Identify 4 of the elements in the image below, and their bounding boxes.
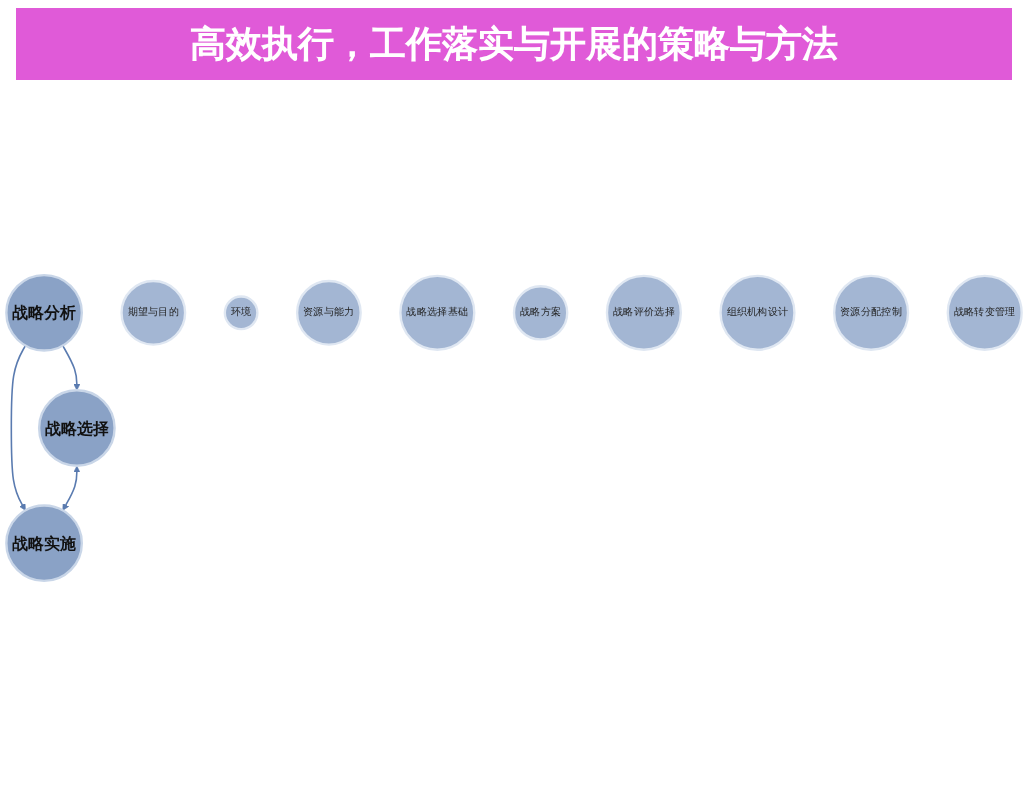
arrow xyxy=(10,344,27,511)
arrow xyxy=(62,465,81,511)
arrow xyxy=(61,344,81,391)
title-banner: 高效执行，工作落实与开展的策略与方法 xyxy=(16,8,1012,80)
